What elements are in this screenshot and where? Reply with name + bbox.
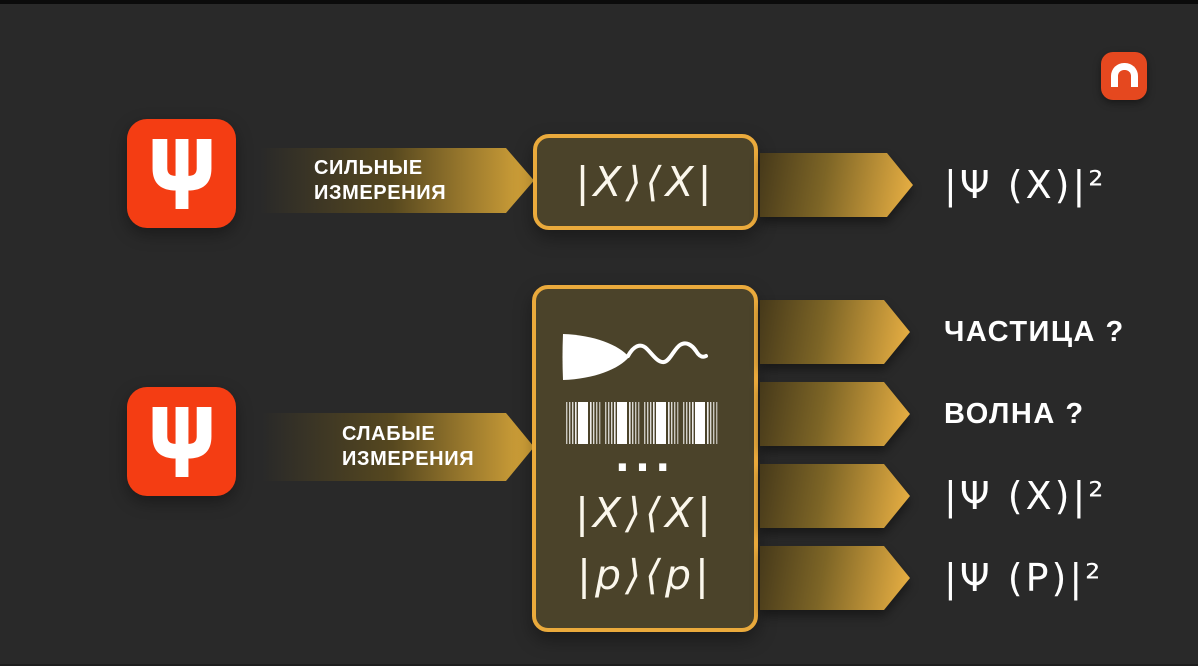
arrow-weak-output-4 — [760, 546, 910, 610]
arrow-strong-output — [760, 153, 913, 217]
operator-p-projector: |p⟩⟨p| — [577, 551, 713, 599]
arrow-strong-measurements: СИЛЬНЫЕ ИЗМЕРЕНИЯ — [260, 148, 534, 213]
postnauka-logo — [1101, 52, 1147, 100]
arrow-label-line1: СЛАБЫЕ — [342, 423, 436, 445]
output-psi-p-label: |Ψ (P)|² — [944, 546, 1103, 610]
barcode-icon — [566, 402, 718, 444]
arrow-shape — [760, 153, 913, 217]
result-strong: |Ψ (X)|² — [944, 153, 1107, 217]
arrow-weak-output-2 — [760, 382, 910, 446]
arrow-weak-output-1 — [760, 300, 910, 364]
logo-n-icon — [1110, 63, 1138, 87]
operator-x-projector: |X⟩⟨X| — [575, 158, 716, 206]
arrow-shape — [760, 546, 910, 610]
psi-wavefunction-icon-strong — [127, 119, 236, 228]
arrow-shape — [760, 382, 910, 446]
arrow-shape — [760, 464, 910, 528]
arrow-label-line2: ИЗМЕРЕНИЯ — [342, 448, 475, 470]
projector-box-strong: |X⟩⟨X| — [533, 134, 758, 230]
psi-icon — [152, 406, 211, 477]
result-strong-formula: |Ψ (X)|² — [944, 163, 1107, 207]
ellipsis-dots: ··· — [614, 445, 676, 491]
bottom-letterbox-strip — [0, 664, 1198, 666]
arrow-shape — [760, 300, 910, 364]
output-wave-label: ВОЛНА ? — [944, 397, 1085, 430]
top-letterbox-strip — [0, 0, 1198, 4]
wave-packet-icon — [562, 334, 708, 380]
arrow-weak-output-3 — [760, 464, 910, 528]
output-psi-x-label: |Ψ (X)|² — [944, 464, 1107, 528]
psi-icon — [152, 138, 211, 209]
arrow-label-line1: СИЛЬНЫЕ — [314, 156, 423, 179]
psi-wavefunction-icon-weak — [127, 387, 236, 496]
output-psi-x-formula: |Ψ (X)|² — [944, 474, 1107, 518]
output-psi-p-formula: |Ψ (P)|² — [944, 556, 1104, 600]
operator-x-projector: |X⟩⟨X| — [575, 489, 715, 537]
arrow-label-line2: ИЗМЕРЕНИЯ — [314, 181, 447, 204]
output-particle-label: ЧАСТИЦА ? — [944, 315, 1125, 348]
projector-box-weak: ··· |X⟩⟨X| |p⟩⟨p| — [532, 285, 758, 632]
arrow-weak-measurements: СЛАБЫЕ ИЗМЕРЕНИЯ — [262, 413, 534, 481]
